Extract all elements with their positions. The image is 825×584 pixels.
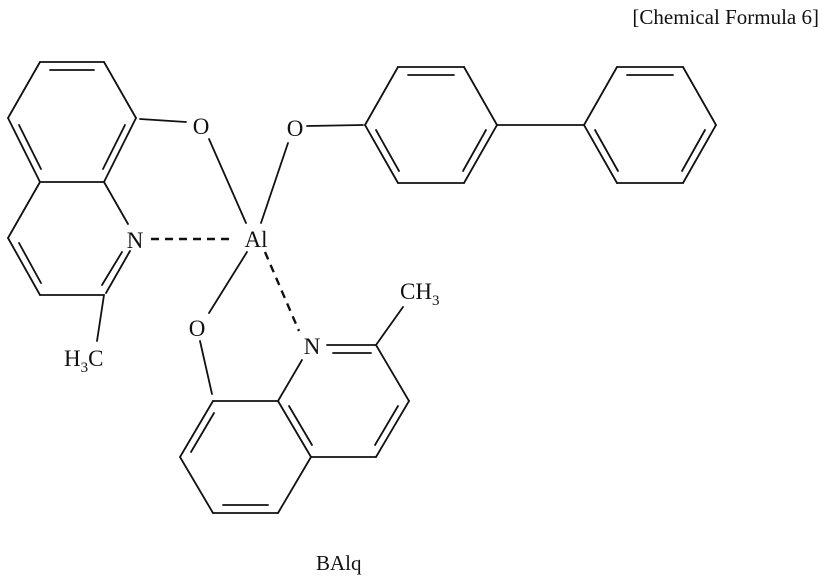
bond-single bbox=[375, 306, 404, 346]
bond-single bbox=[463, 66, 498, 126]
bond-single bbox=[199, 340, 213, 395]
bond-single bbox=[7, 61, 41, 119]
atom-label-al-center: Al bbox=[245, 227, 268, 252]
bond-double-main bbox=[583, 124, 618, 184]
atom-label-o-bottom: O bbox=[189, 316, 206, 341]
bond-double-inner bbox=[102, 124, 126, 170]
bond-double-main bbox=[103, 117, 137, 183]
formula-tag: [Chemical Formula 6] bbox=[632, 5, 819, 29]
bond-single bbox=[103, 181, 129, 225]
bond-single bbox=[583, 66, 618, 126]
bond-single bbox=[103, 61, 137, 119]
bond-double-main bbox=[7, 237, 41, 296]
bond-double-inner bbox=[375, 129, 400, 172]
bond-double-inner bbox=[681, 129, 706, 172]
bond-double-main bbox=[463, 124, 498, 184]
atom-label-n-bottom: N bbox=[304, 334, 321, 359]
bond-double-main bbox=[277, 400, 312, 458]
atom-label-o-top-right: O bbox=[287, 116, 304, 141]
bond-double-main bbox=[179, 400, 214, 458]
bond-double-main bbox=[105, 250, 131, 294]
bond-single bbox=[179, 456, 214, 514]
atom-label-methyl-bottom: CH3 bbox=[400, 279, 439, 309]
bond-double-inner bbox=[101, 251, 123, 286]
bond-single bbox=[208, 251, 248, 314]
bond-double-inner bbox=[190, 412, 215, 453]
bond-single bbox=[277, 456, 312, 514]
bond-double-inner bbox=[374, 405, 399, 446]
bond-single bbox=[306, 124, 364, 127]
bond-double-main bbox=[364, 124, 399, 184]
molecule-name-caption: BAlq bbox=[316, 551, 362, 575]
bond-single bbox=[208, 138, 247, 224]
atom-label-o-top-left: O bbox=[193, 114, 210, 139]
bond-double-inner bbox=[18, 124, 42, 170]
bond-single bbox=[139, 118, 187, 123]
bond-single bbox=[364, 66, 399, 126]
bond-dative-dashed bbox=[263, 251, 301, 332]
bond-double-main bbox=[375, 400, 410, 458]
bond-single bbox=[7, 181, 41, 239]
bond-single bbox=[96, 294, 105, 342]
bond-double-main bbox=[7, 117, 41, 183]
bond-double-inner bbox=[18, 242, 42, 284]
bond-single bbox=[260, 142, 289, 224]
bond-single bbox=[682, 66, 717, 126]
bond-double-inner bbox=[594, 129, 619, 172]
atom-label-methyl-top-left: H3C bbox=[64, 346, 103, 376]
bond-double-inner bbox=[288, 405, 313, 446]
bond-single bbox=[277, 359, 303, 402]
bond-double-inner bbox=[462, 129, 487, 172]
bond-double-main bbox=[682, 124, 717, 184]
bond-single bbox=[375, 344, 410, 402]
atom-label-n-top-left: N bbox=[127, 228, 144, 253]
